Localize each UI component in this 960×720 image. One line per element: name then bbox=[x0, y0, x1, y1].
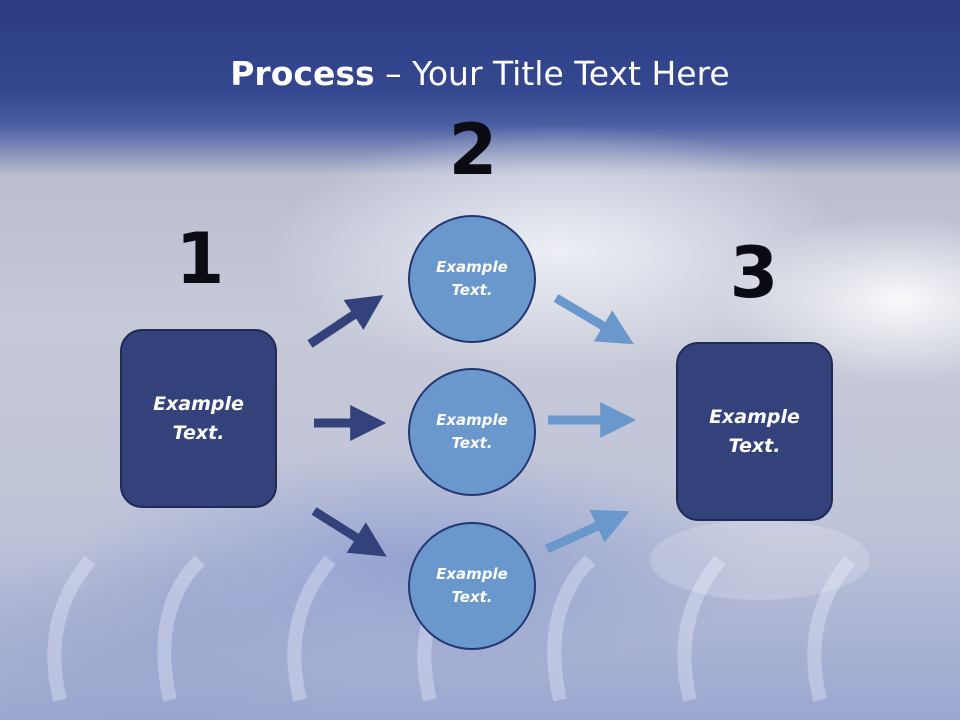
step-3-box: Example Text. bbox=[676, 342, 833, 521]
slide-title: Process – Your Title Text Here bbox=[0, 52, 960, 96]
arrow-top-to-3 bbox=[553, 294, 634, 345]
circle-middle-label: Example Text. bbox=[436, 411, 508, 452]
arrow-1-to-bottom bbox=[311, 507, 387, 557]
step-2-circle-top: Example Text. bbox=[408, 215, 536, 343]
step-number-3: 3 bbox=[729, 232, 779, 314]
arrow-bottom-to-3 bbox=[545, 509, 630, 554]
step-number-2: 2 bbox=[448, 109, 498, 191]
arrow-1-to-top bbox=[307, 295, 384, 348]
circle-bottom-label: Example Text. bbox=[436, 565, 508, 606]
step-3-label: Example Text. bbox=[709, 405, 800, 457]
step-1-label: Example Text. bbox=[153, 392, 244, 444]
circle-top-label: Example Text. bbox=[436, 258, 508, 299]
step-number-1: 1 bbox=[175, 218, 225, 300]
title-rest: – Your Title Text Here bbox=[374, 54, 730, 93]
title-bold: Process bbox=[230, 54, 375, 93]
step-2-circle-bottom: Example Text. bbox=[408, 522, 536, 650]
step-2-circle-middle: Example Text. bbox=[408, 368, 536, 496]
step-1-box: Example Text. bbox=[120, 329, 277, 508]
